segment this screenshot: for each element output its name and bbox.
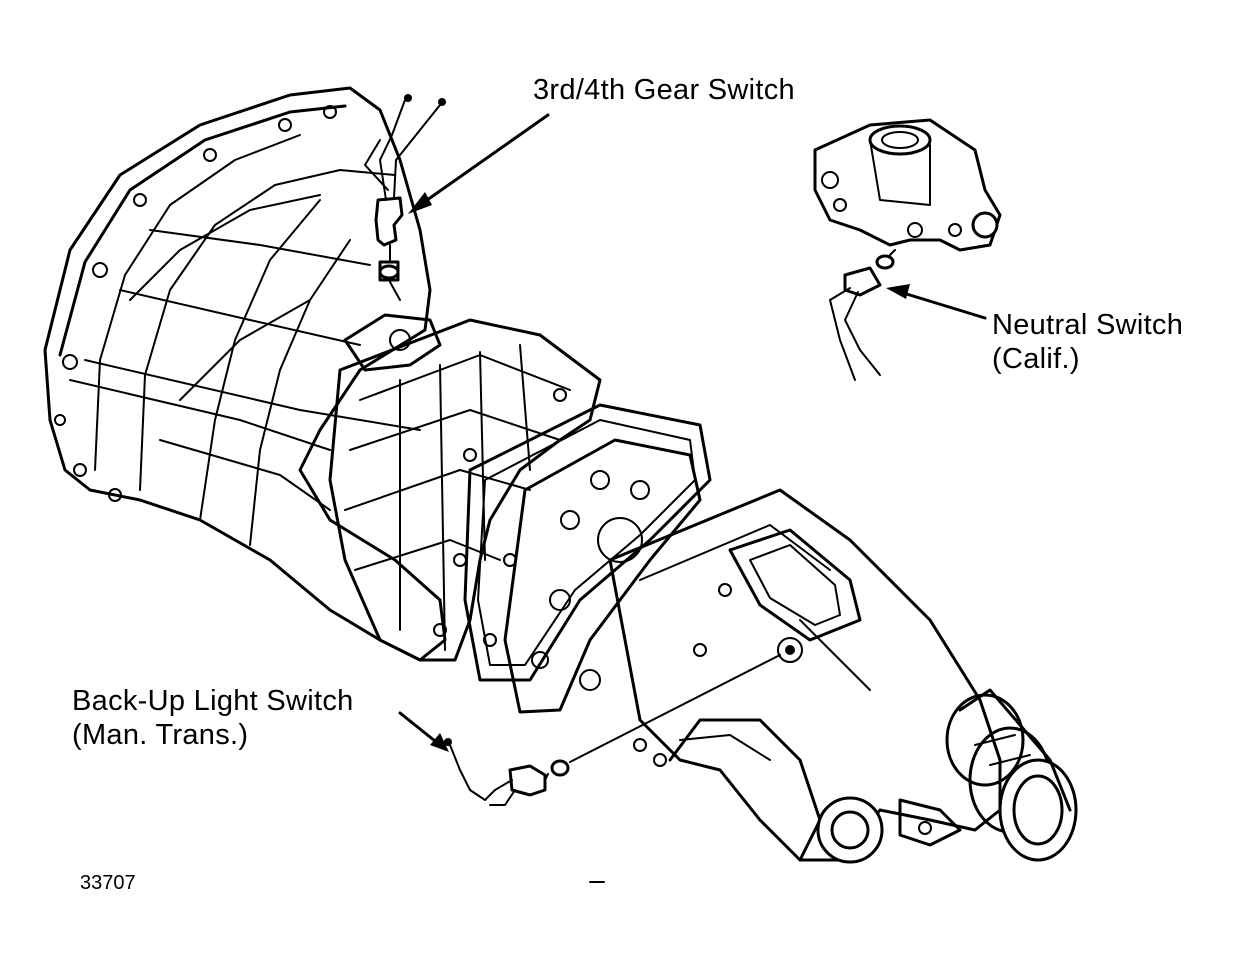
backup-switch-part (444, 738, 570, 806)
figure-number: 33707 (80, 872, 136, 894)
bell-housing (43, 86, 447, 662)
neutral-switch-label: Neutral Switch (992, 309, 1184, 341)
neutral-switch-part (813, 118, 1002, 381)
leader-lines (389, 113, 987, 763)
gear-switch-label: 3rd/4th Gear Switch (533, 74, 795, 106)
extension-housing (608, 488, 1002, 864)
output-seal (945, 688, 1078, 862)
mid-plate (463, 403, 712, 714)
neutral-switch-note: (Calif.) (992, 343, 1080, 375)
backup-switch-label: Back-Up Light Switch (72, 685, 354, 717)
backup-switch-note: (Man. Trans.) (72, 719, 249, 751)
gear-switch-part (364, 94, 446, 282)
main-case (328, 318, 602, 662)
